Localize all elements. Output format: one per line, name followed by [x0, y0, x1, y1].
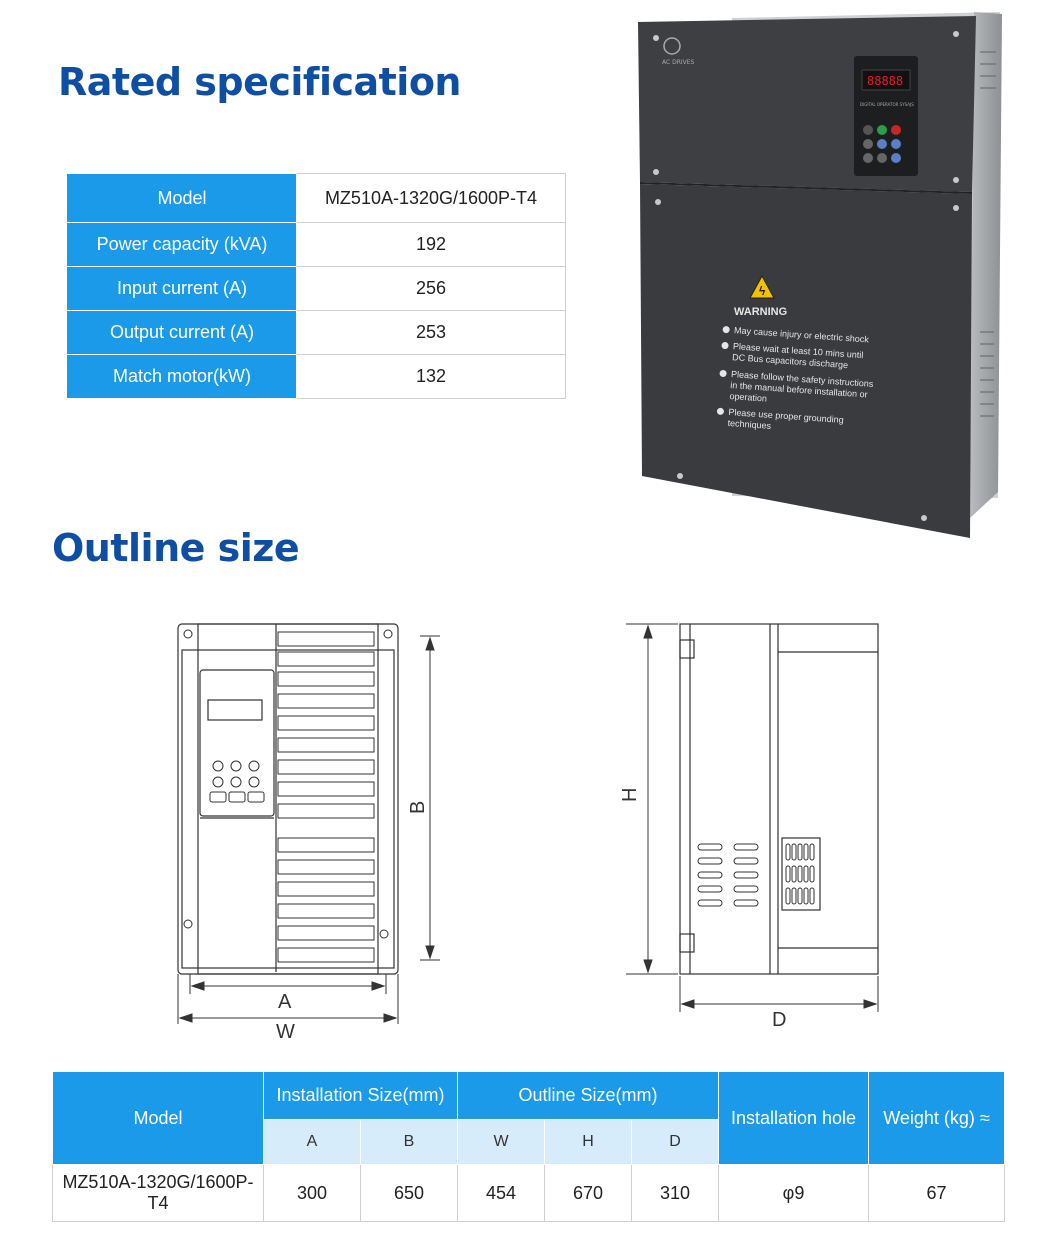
front-outline-drawing: B A W	[177, 623, 440, 1043]
key-up	[891, 139, 901, 149]
cell-model: MZ510A-1320G/1600P-T4	[52, 1164, 264, 1222]
side-vent-grille	[781, 837, 821, 911]
cell-d: 310	[631, 1164, 719, 1222]
svg-text:ϟ: ϟ	[759, 284, 766, 298]
key-run	[877, 125, 887, 135]
bullet-icon	[716, 407, 724, 415]
key-stop	[891, 125, 901, 135]
rated-spec-table: Model MZ510A-1320G/1600P-T4 Power capaci…	[67, 173, 566, 399]
cell-b: 650	[360, 1164, 458, 1222]
sub-header-w: W	[457, 1119, 545, 1165]
mounting-holes	[183, 629, 393, 939]
spec-row-input: Input current (A) 256	[67, 266, 566, 311]
side-vents	[980, 51, 996, 417]
cell-w: 454	[457, 1164, 545, 1222]
display-outline	[207, 699, 263, 721]
size-header-row: Model Installation Size(mm) Outline Size…	[52, 1071, 1005, 1165]
logo-text: AC DRIVES	[662, 59, 695, 66]
spec-value: 256	[296, 266, 566, 311]
warning-line: techniques	[727, 418, 772, 431]
spec-label: Output current (A)	[67, 310, 297, 355]
brand-logo: AC DRIVES	[662, 37, 695, 66]
keypad-buttons	[863, 125, 901, 163]
warning-line: operation	[729, 391, 767, 404]
warning-title: WARNING	[734, 306, 787, 318]
bullet-icon	[722, 326, 730, 334]
outline-size-header: Outline Size(mm)	[457, 1071, 719, 1120]
spec-row-motor: Match motor(kW) 132	[67, 354, 566, 399]
device-lower-cover	[640, 184, 972, 538]
sub-header-d: D	[631, 1119, 719, 1165]
sub-header-h: H	[544, 1119, 632, 1165]
spec-label: Input current (A)	[67, 266, 297, 311]
led-display	[861, 69, 911, 91]
weight-header: Weight (kg) ≈	[868, 1071, 1005, 1165]
panel-label: DIGITAL OPERATOR SYSAJS	[860, 102, 914, 107]
bullet-icon	[721, 342, 729, 350]
outline-size-table: Model Installation Size(mm) Outline Size…	[52, 1071, 1005, 1222]
side-vents	[697, 843, 815, 907]
spec-label: Match motor(kW)	[67, 354, 297, 399]
cell-a: 300	[263, 1164, 361, 1222]
installation-hole-header: Installation hole	[718, 1071, 869, 1165]
cover-screws	[653, 31, 959, 521]
side-body-outline	[679, 623, 879, 975]
spec-label: Model	[67, 173, 297, 223]
bullet-icon	[719, 369, 727, 377]
keypad-outline	[199, 669, 275, 817]
rated-specification-title: Rated specification	[58, 60, 462, 104]
dim-h-label: H	[619, 788, 641, 802]
cell-hole: φ9	[718, 1164, 869, 1222]
key-left	[877, 139, 887, 149]
spec-value: MZ510A-1320G/1600P-T4	[296, 173, 566, 223]
dim-b-label: B	[407, 801, 429, 814]
table-row: MZ510A-1320G/1600P-T4 300 650 454 670 31…	[52, 1164, 1005, 1222]
dim-d-label: D	[772, 1009, 786, 1031]
key-down	[891, 153, 901, 163]
key-jog	[863, 139, 873, 149]
dimension-lines	[626, 623, 879, 1012]
outline-size-title: Outline size	[52, 526, 300, 570]
dimension-lines	[177, 635, 440, 1024]
spec-row-power: Power capacity (kVA) 192	[67, 222, 566, 267]
spec-label: Power capacity (kVA)	[67, 222, 297, 267]
spec-value: 253	[296, 310, 566, 355]
warning-triangle-icon	[749, 274, 775, 299]
keypad-keys	[209, 760, 265, 803]
dim-a-label: A	[278, 991, 292, 1013]
sub-header-a: A	[263, 1119, 361, 1165]
spec-value: 192	[296, 222, 566, 267]
model-header: Model	[52, 1071, 264, 1165]
key-prg	[863, 125, 873, 135]
spec-row-model: Model MZ510A-1320G/1600P-T4	[67, 173, 566, 223]
cell-weight: 67	[868, 1164, 1005, 1222]
product-photo: AC DRIVES 88888 DIGITAL OPERATOR SYSAJS …	[638, 12, 1002, 538]
spec-value: 132	[296, 354, 566, 399]
spec-row-output: Output current (A) 253	[67, 310, 566, 355]
device-upper-cover	[638, 16, 976, 192]
sub-header-b: B	[360, 1119, 458, 1165]
size-subheader-row: A B W H D	[53, 1119, 1005, 1165]
installation-size-header: Installation Size(mm)	[263, 1071, 458, 1120]
cell-h: 670	[544, 1164, 632, 1222]
led-digits: 88888	[867, 74, 903, 88]
dim-w-label: W	[276, 1021, 295, 1043]
key-enter	[877, 153, 887, 163]
front-body-outline	[177, 623, 399, 975]
key-data	[863, 153, 873, 163]
side-outline-drawing: H D	[619, 623, 879, 1031]
